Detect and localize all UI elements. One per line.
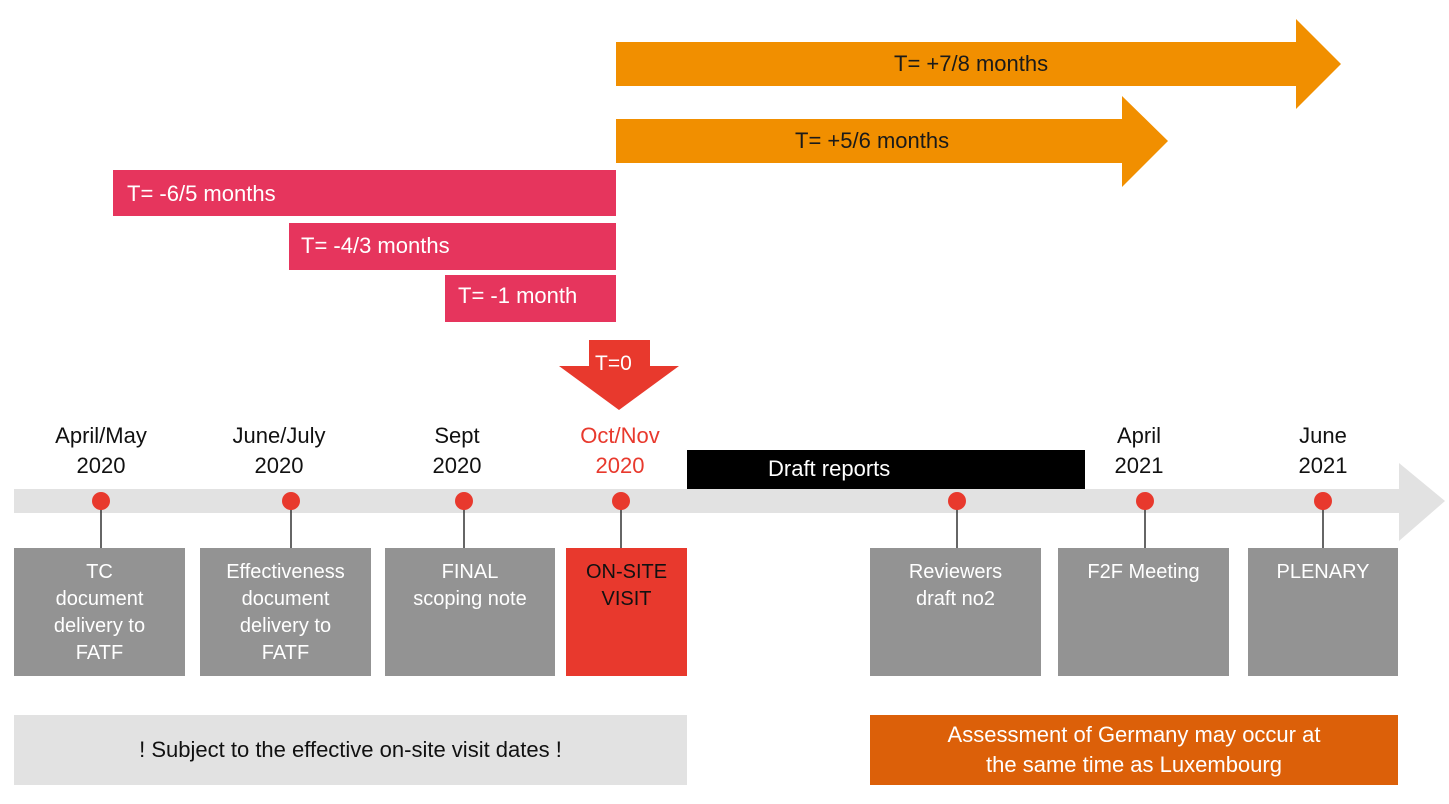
label-plus-78-months: T= +7/8 months <box>894 51 1049 76</box>
milestone-dot <box>1136 492 1154 510</box>
note-text-line: Assessment of Germany may occur at <box>947 722 1321 747</box>
box-line: Reviewers <box>908 561 1003 583</box>
milestone-box-tc-delivery: TC document delivery to FATF <box>14 548 185 676</box>
box-line: TC <box>86 561 113 583</box>
box-line: FATF <box>261 642 310 664</box>
date-line: Oct/Nov <box>580 423 660 448</box>
label-minus-1-month: T= -1 month <box>458 283 578 308</box>
box-line: document <box>55 588 144 610</box>
bar-minus-43-months <box>289 223 616 270</box>
milestone-date-highlight: Oct/Nov 2020 <box>550 421 690 481</box>
box-line: PLENARY <box>1276 561 1370 583</box>
milestone-dot <box>92 492 110 510</box>
box-line: FATF <box>75 642 124 664</box>
milestone-dot <box>948 492 966 510</box>
milestone-dot <box>282 492 300 510</box>
milestone-box-effectiveness-delivery: Effectiveness document delivery to FATF <box>200 548 371 676</box>
box-line: draft no2 <box>916 588 995 610</box>
date-line: April/May <box>55 423 147 448</box>
date-line: 2021 <box>1114 453 1164 478</box>
milestone-date: June 2021 <box>1253 421 1393 481</box>
box-line: VISIT <box>601 588 652 610</box>
date-line: June/July <box>232 423 326 448</box>
arrow-plus-56-months <box>616 96 1168 187</box>
box-line: Effectiveness <box>226 561 345 583</box>
milestone-box-reviewers-draft: Reviewers draft no2 <box>870 548 1041 676</box>
arrow-plus-78-months <box>616 19 1341 109</box>
label-plus-56-months: T= +5/6 months <box>795 128 950 153</box>
milestone-dot <box>455 492 473 510</box>
milestone-box-plenary: PLENARY <box>1248 548 1398 676</box>
milestone-box-f2f-meeting: F2F Meeting <box>1058 548 1229 676</box>
milestone-date: Sept 2020 <box>387 421 527 481</box>
label-minus-65-months: T= -6/5 months <box>127 181 276 206</box>
date-line: 2021 <box>1298 453 1348 478</box>
date-line: 2020 <box>76 453 126 478</box>
milestone-box-final-scoping-note: FINAL scoping note <box>385 548 555 676</box>
date-line: April <box>1116 423 1161 448</box>
note-text: ! Subject to the effective on-site visit… <box>139 737 562 762</box>
date-line: 2020 <box>595 453 645 478</box>
milestone-box-on-site-visit: ON-SITE VISIT <box>566 548 687 676</box>
milestone-date: April 2021 <box>1069 421 1209 481</box>
label-minus-43-months: T= -4/3 months <box>301 233 450 258</box>
date-line: June <box>1299 423 1347 448</box>
milestone-dot <box>612 492 630 510</box>
note-text-line: the same time as Luxembourg <box>986 752 1282 777</box>
milestone-date: June/July 2020 <box>209 421 349 481</box>
t0-down-arrow <box>559 340 679 410</box>
box-line: ON-SITE <box>585 561 668 583</box>
draft-reports-bar <box>687 450 1085 489</box>
date-line: 2020 <box>254 453 304 478</box>
draft-reports-label: Draft reports <box>768 456 891 481</box>
date-line: Sept <box>434 423 480 448</box>
box-line: scoping note <box>413 588 527 610</box>
bar-minus-1-month <box>445 275 616 322</box>
box-line: F2F Meeting <box>1087 561 1200 583</box>
t0-label: T=0 <box>595 352 632 375</box>
milestone-dots <box>92 492 1332 510</box>
bar-minus-65-months <box>113 170 616 216</box>
milestone-date: April/May 2020 <box>31 421 171 481</box>
note-subject-to-dates: ! Subject to the effective on-site visit… <box>14 715 687 785</box>
box-line: document <box>241 588 330 610</box>
box-line: FINAL <box>441 561 499 583</box>
box-line: delivery to <box>239 615 332 637</box>
timeline-arrow <box>14 463 1445 541</box>
milestone-dot <box>1314 492 1332 510</box>
box-line: delivery to <box>53 615 146 637</box>
date-line: 2020 <box>432 453 482 478</box>
note-assessment-germany: Assessment of Germany may occur at the s… <box>870 715 1398 785</box>
